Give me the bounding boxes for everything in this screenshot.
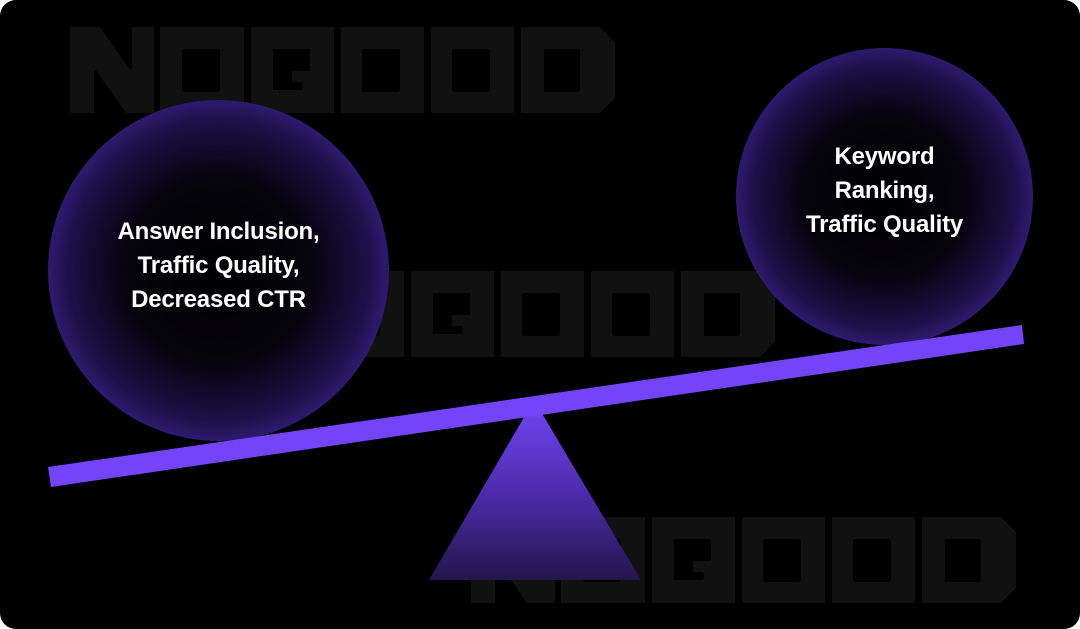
seesaw-beam xyxy=(48,325,1024,487)
nogood-watermark-top xyxy=(70,27,615,113)
fulcrum-triangle xyxy=(429,400,641,580)
left-weight-circle: Answer Inclusion, Traffic Quality, Decre… xyxy=(48,100,389,441)
left-weight-label: Answer Inclusion, Traffic Quality, Decre… xyxy=(117,217,320,313)
right-weight-circle: Keyword Ranking, Traffic Quality xyxy=(736,48,1033,345)
right-weight-label: Keyword Ranking, Traffic Quality xyxy=(805,142,964,238)
